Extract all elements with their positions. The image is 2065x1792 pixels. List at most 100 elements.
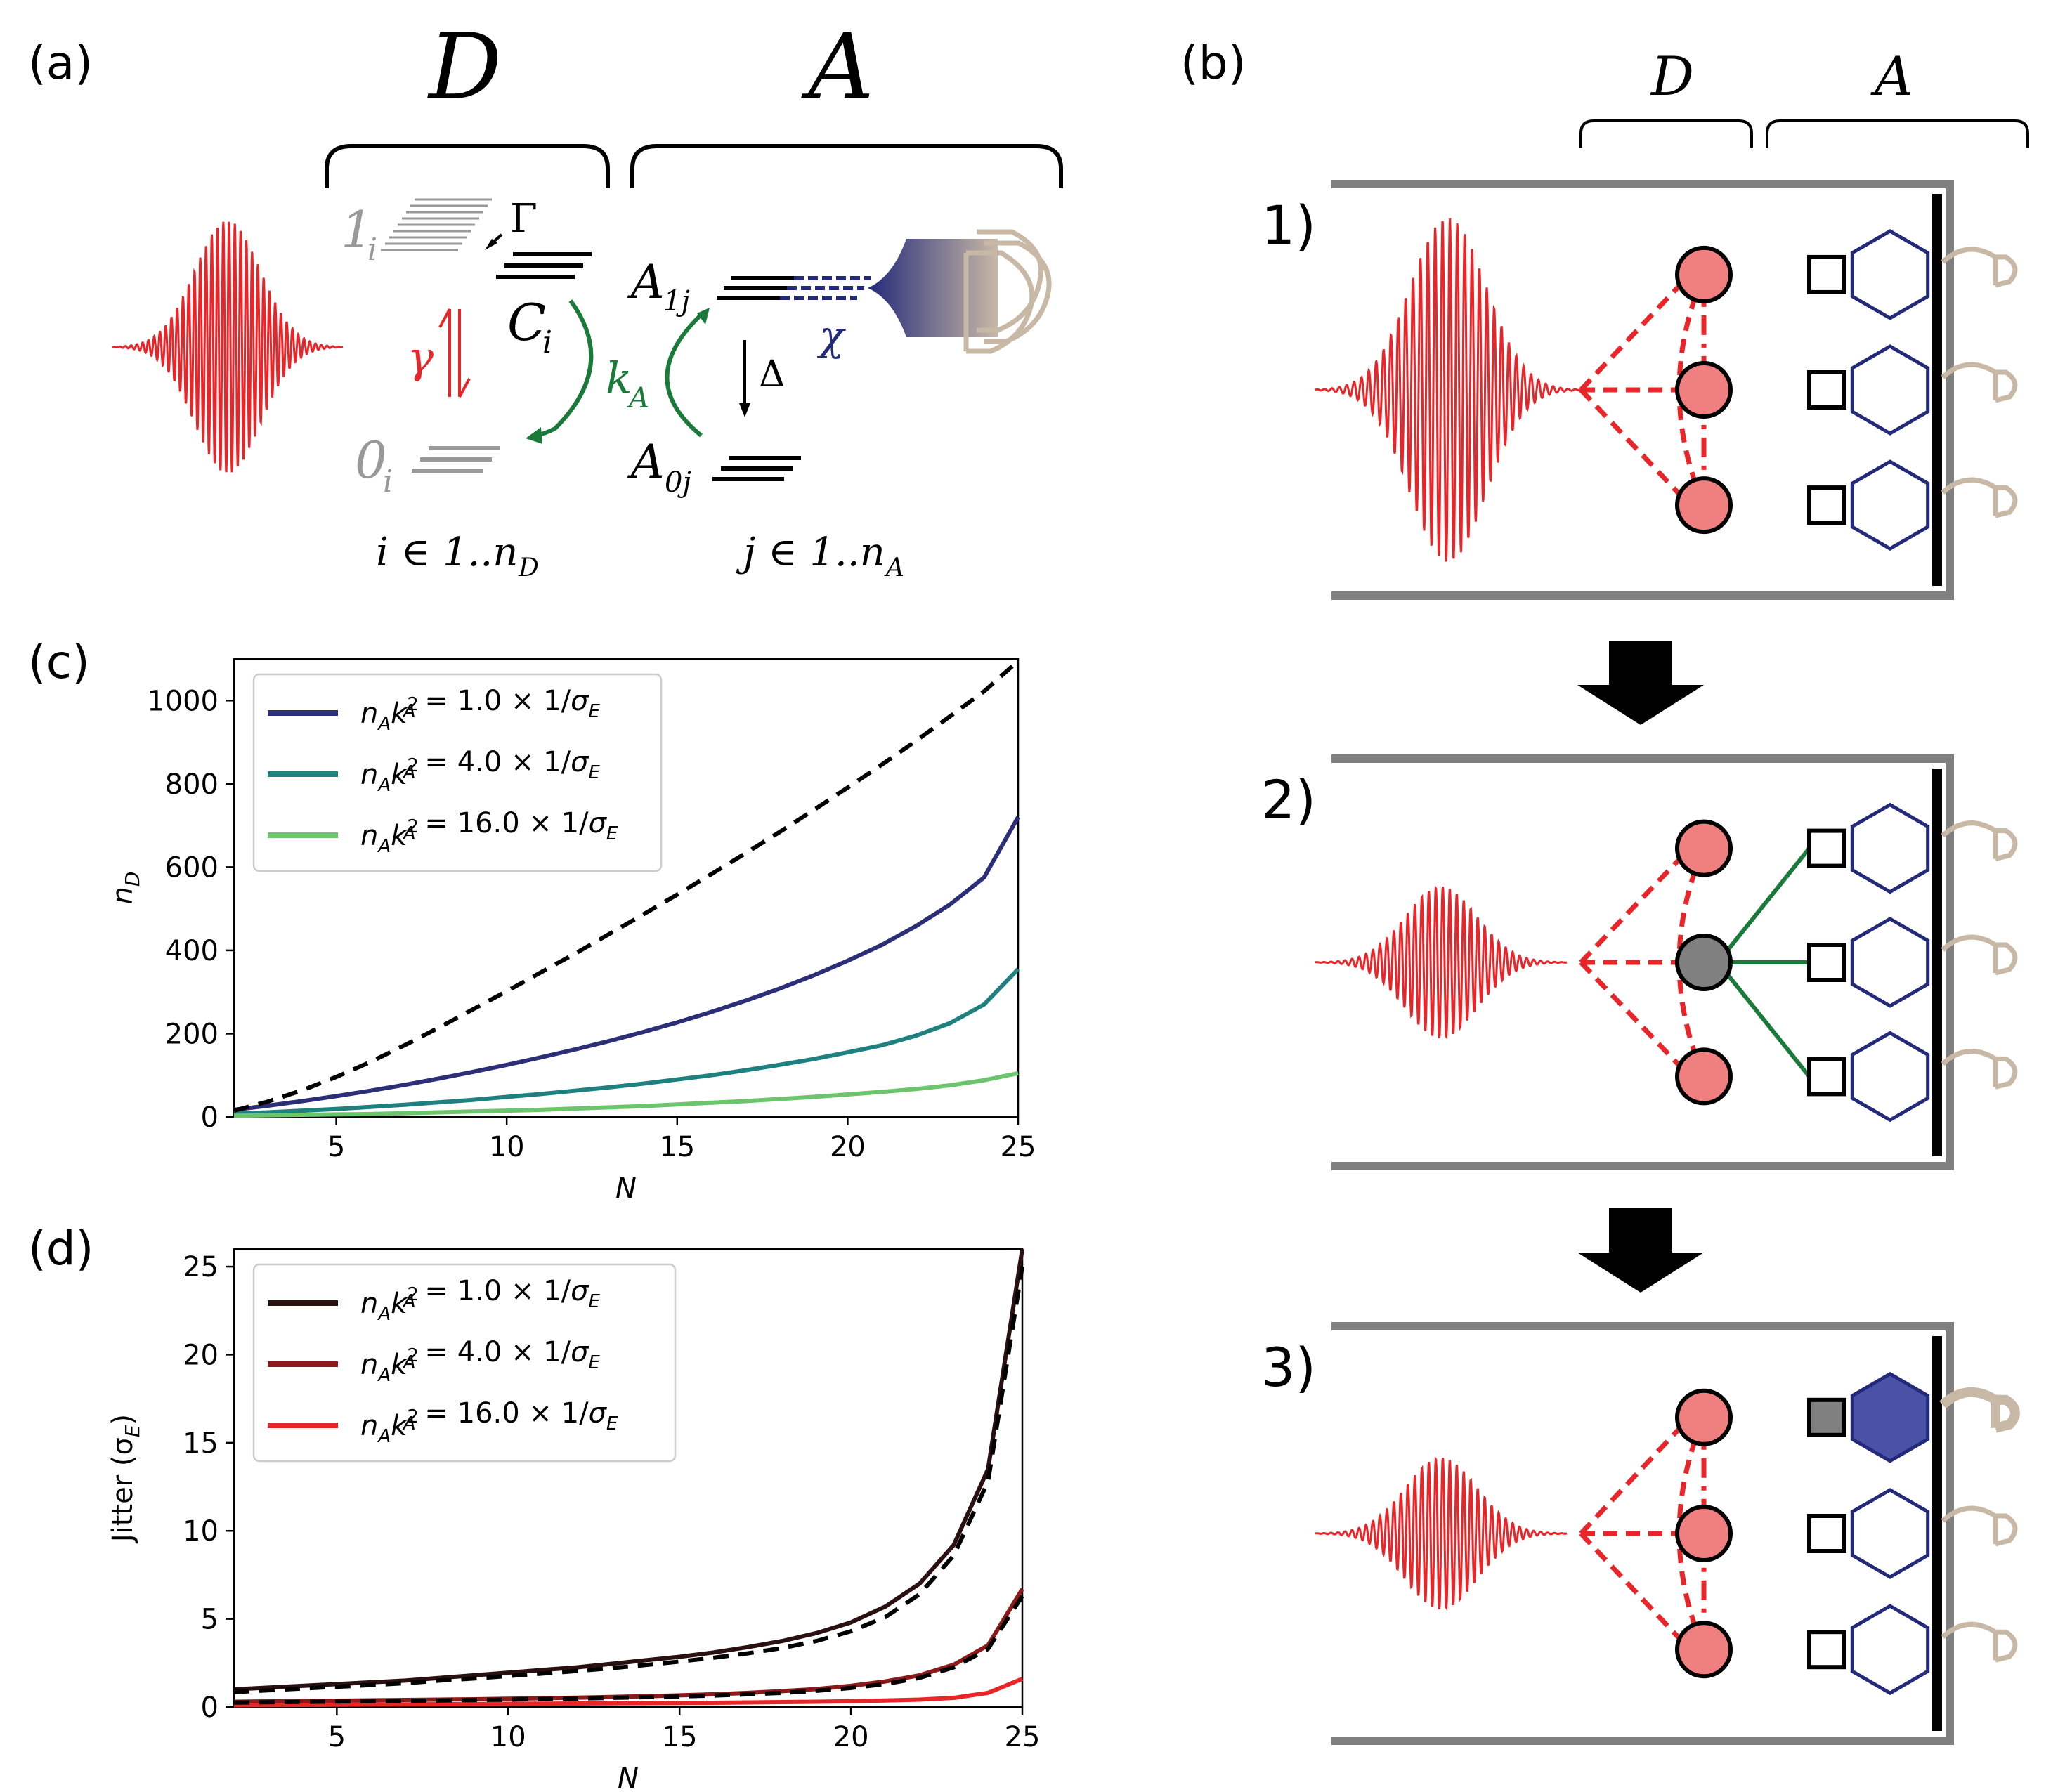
x-tick-label: 10 [489, 1131, 525, 1163]
a0j-levels [712, 456, 801, 481]
donor-excited-levels [381, 198, 492, 251]
x-tick-label: 25 [1001, 1131, 1036, 1163]
donor-header: D [427, 13, 502, 120]
acceptor-ring [1850, 459, 1930, 551]
step-3: 3) [1261, 1322, 2020, 1745]
series-line-reference [233, 1266, 1024, 1694]
axes-frame [233, 1248, 1024, 1708]
chi-receptor [963, 229, 1052, 354]
donor-molecule [1675, 819, 1733, 877]
donor-molecule [1675, 476, 1733, 535]
acceptor-ring-active [1850, 1371, 1930, 1463]
level-1i: 1 [341, 200, 373, 259]
coupling-line [1579, 1415, 1692, 1536]
acceptor-tail [1941, 247, 2018, 288]
series-line-reference [233, 1595, 1024, 1705]
y-tick-label: 600 [165, 851, 219, 884]
acceptor-ring [1850, 229, 1930, 320]
level-0i: 0 [355, 431, 387, 490]
y-tick-label: 400 [165, 935, 219, 967]
x-tick-label: 20 [833, 1721, 869, 1753]
level-ci-sub: i [542, 325, 552, 360]
series-line [233, 1677, 1024, 1708]
y-tick-label: 200 [165, 1018, 219, 1050]
y-tick-label: 10 [183, 1515, 219, 1548]
coupling-line [1579, 273, 1692, 392]
legend-label: nAk2A = 1.0 × 1/σE [360, 685, 600, 735]
step-2: 2) [1261, 754, 2018, 1170]
acceptor-site [1807, 1057, 1846, 1097]
delta-arrow-head [739, 403, 750, 417]
acceptor-tail [1941, 1049, 2018, 1090]
level-a1j: A [627, 255, 665, 309]
y-tick-label: 0 [201, 1101, 219, 1134]
acceptor-site [1807, 370, 1846, 410]
ka-label: k [606, 353, 632, 404]
x-tick-label: 5 [327, 1131, 345, 1163]
acceptor-tail [1941, 477, 2018, 518]
x-tick-label: 15 [659, 1131, 695, 1163]
a1j-levels [717, 276, 794, 300]
series-line [233, 816, 1020, 1112]
level-1i-sub: i [367, 232, 377, 268]
donor-molecule [1675, 1388, 1733, 1446]
b-acceptor-header: A [1870, 45, 1913, 107]
legend-label: nAk2A = 4.0 × 1/σE [360, 746, 600, 796]
acceptor-ring [1850, 802, 1930, 894]
x-tick-label: 25 [1005, 1721, 1041, 1753]
x-tick-label: 10 [490, 1721, 526, 1753]
acceptor-site-active [1807, 1397, 1846, 1437]
donor-molecule-excited [1675, 934, 1733, 991]
acceptor-ring [1850, 1488, 1930, 1579]
y-tick-label: 15 [183, 1427, 219, 1460]
step-arrow-2 [1577, 1208, 1704, 1293]
series-line [233, 1248, 1024, 1692]
ka-coupling [1716, 961, 1811, 1078]
acceptor-tail [1941, 934, 2018, 976]
ka-coupling [1716, 846, 1811, 964]
level-0i-sub: i [383, 464, 393, 499]
acceptor-index-sub: A [884, 554, 904, 582]
coupling-line [1579, 1531, 1692, 1652]
panel-c-label: (c) [28, 635, 90, 689]
b-donor-brace [1579, 119, 1753, 148]
x-tick-label: 15 [662, 1721, 698, 1753]
level-a0j-sub: 0j [665, 466, 691, 499]
pulse [1315, 884, 1568, 1040]
coupling-line [1579, 960, 1692, 1078]
delta-label: Δ [759, 353, 786, 395]
y-axis-label: nD [107, 872, 144, 905]
y-tick-label: 1000 [147, 685, 219, 717]
x-tick-label: 20 [830, 1131, 866, 1163]
legend-box [252, 673, 663, 872]
level-a0j: A [627, 435, 665, 489]
panel-a: (a) D A 1 i Γ C i [28, 13, 1063, 582]
acceptor-brace [630, 144, 1063, 188]
legend-label: nAk2A = 1.0 × 1/σE [360, 1275, 600, 1325]
axes-frame [233, 658, 1020, 1118]
legend-label: nAk2A = 16.0 × 1/σE [360, 1397, 618, 1447]
acceptor-header: A [801, 13, 874, 120]
ka-label-sub: A [626, 382, 649, 414]
series-line [233, 1071, 1019, 1118]
level-a1j-sub: 1j [663, 285, 690, 318]
acceptor-site [1807, 1514, 1846, 1553]
step-label: 3) [1261, 1336, 1316, 1399]
acceptor-tail [1939, 1387, 2020, 1433]
ka-arrow-head-2 [697, 308, 710, 325]
b-acceptor-brace [1766, 119, 2029, 148]
chi-label: χ [816, 312, 846, 360]
pulse-a [112, 221, 344, 473]
ground-levels [412, 446, 500, 473]
x-axis-label: N [615, 1172, 637, 1205]
acceptor-site [1807, 1630, 1846, 1670]
step-1: 1) [1261, 180, 2018, 600]
step-arrow-1 [1577, 641, 1704, 725]
acceptor-tail [1941, 820, 2018, 861]
acceptor-ring [1850, 1604, 1930, 1696]
y-tick-label: 800 [165, 769, 219, 801]
relax-arrow-head [485, 239, 497, 250]
